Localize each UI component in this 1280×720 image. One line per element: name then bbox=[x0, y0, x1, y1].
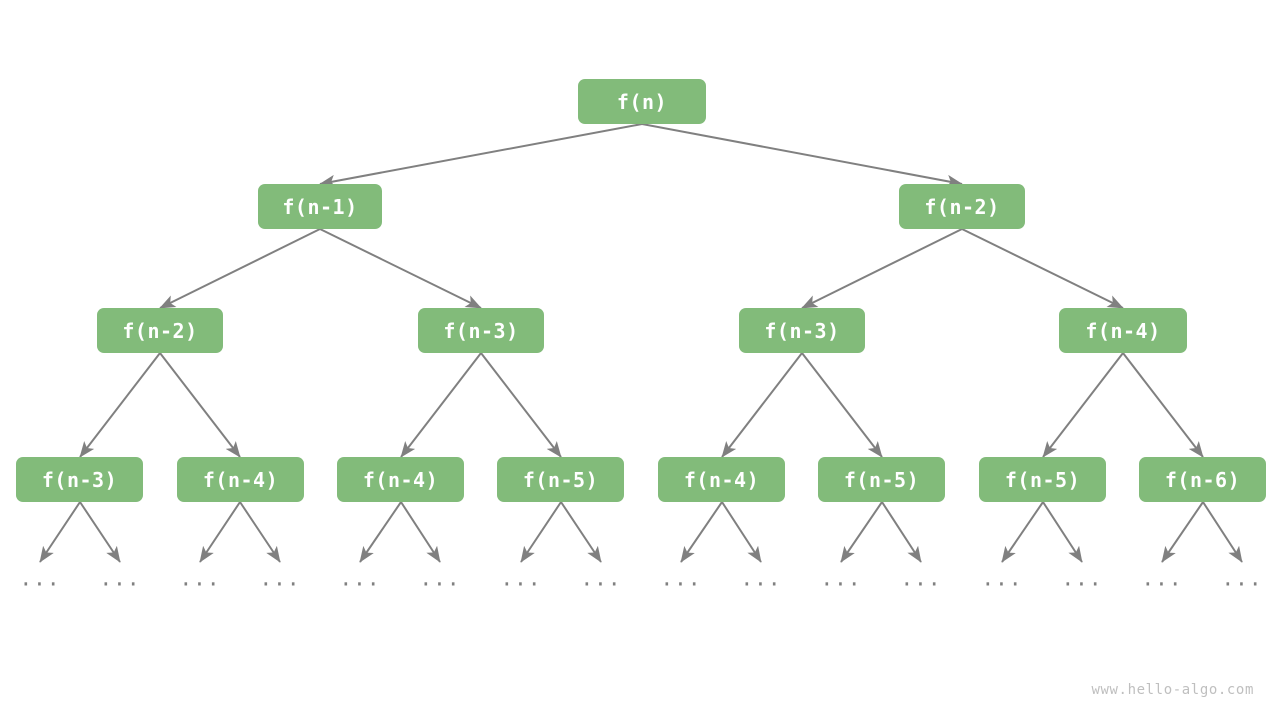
tree-edge bbox=[520, 501, 562, 563]
tree-node: f(n-4) bbox=[658, 457, 785, 502]
tree-node: f(n-3) bbox=[16, 457, 143, 502]
tree-edge bbox=[199, 501, 241, 563]
tree-edge bbox=[1202, 501, 1243, 563]
tree-node-label: f(n-5) bbox=[1004, 467, 1081, 492]
tree-node-label: f(n-1) bbox=[282, 194, 358, 219]
ellipsis-marker: ··· bbox=[500, 572, 542, 597]
tree-node: f(n-2) bbox=[899, 184, 1025, 229]
ellipsis-marker: ··· bbox=[981, 572, 1023, 597]
tree-node-label: f(n-4) bbox=[683, 467, 760, 492]
tree-edge bbox=[1001, 501, 1044, 563]
tree-node-label: f(n) bbox=[616, 89, 668, 114]
tree-node: f(n) bbox=[578, 79, 706, 124]
tree-node-label: f(n-3) bbox=[41, 467, 118, 492]
tree-node: f(n-6) bbox=[1139, 457, 1266, 502]
tree-node-label: f(n-4) bbox=[362, 467, 439, 492]
tree-node-label: f(n-2) bbox=[924, 194, 1000, 219]
ellipsis-marker: ··· bbox=[660, 572, 702, 597]
tree-edge bbox=[961, 228, 1124, 309]
tree-node: f(n-4) bbox=[337, 457, 464, 502]
tree-edge bbox=[721, 352, 803, 458]
ellipsis-marker: ··· bbox=[740, 572, 782, 597]
ellipsis-marker: ··· bbox=[1141, 572, 1183, 597]
tree-edge bbox=[840, 501, 883, 563]
ellipsis-marker: ··· bbox=[19, 572, 61, 597]
tree-node: f(n-5) bbox=[818, 457, 945, 502]
ellipsis-marker: ··· bbox=[580, 572, 622, 597]
tree-edge bbox=[359, 501, 402, 563]
tree-node: f(n-3) bbox=[418, 308, 544, 353]
ellipsis-marker: ··· bbox=[99, 572, 141, 597]
tree-edge bbox=[1161, 501, 1204, 563]
tree-edge bbox=[39, 501, 81, 563]
tree-edge bbox=[400, 501, 441, 563]
tree-edge bbox=[801, 228, 963, 309]
tree-node-label: f(n-3) bbox=[764, 318, 840, 343]
tree-node-label: f(n-4) bbox=[1085, 318, 1161, 343]
tree-edge bbox=[319, 228, 482, 309]
ellipsis-marker: ··· bbox=[179, 572, 221, 597]
tree-edge bbox=[1042, 352, 1124, 458]
tree-edge bbox=[721, 501, 762, 563]
tree-edge bbox=[159, 228, 321, 309]
tree-edge bbox=[560, 501, 602, 563]
tree-edge bbox=[1042, 501, 1083, 563]
tree-node-label: f(n-5) bbox=[843, 467, 920, 492]
tree-edge bbox=[79, 352, 161, 458]
tree-node: f(n-3) bbox=[739, 308, 865, 353]
tree-edge bbox=[319, 123, 643, 188]
tree-node: f(n-4) bbox=[177, 457, 304, 502]
tree-node-label: f(n-4) bbox=[202, 467, 279, 492]
tree-edge bbox=[79, 501, 121, 563]
ellipsis-marker: ··· bbox=[259, 572, 301, 597]
tree-node: f(n-5) bbox=[497, 457, 624, 502]
tree-edge bbox=[680, 501, 723, 563]
ellipsis-marker: ··· bbox=[1061, 572, 1103, 597]
edges-group bbox=[39, 123, 1243, 563]
tree-edge bbox=[1122, 352, 1204, 458]
tree-node-label: f(n-5) bbox=[522, 467, 599, 492]
tree-edge bbox=[159, 352, 241, 458]
tree-node: f(n-4) bbox=[1059, 308, 1187, 353]
tree-edge bbox=[801, 352, 883, 458]
tree-edge bbox=[641, 123, 963, 188]
tree-edge bbox=[400, 352, 482, 458]
ellipsis-marker: ··· bbox=[900, 572, 942, 597]
ellipsis-marker: ··· bbox=[820, 572, 862, 597]
tree-node-label: f(n-2) bbox=[122, 318, 198, 343]
ellipsis-marker: ··· bbox=[1221, 572, 1263, 597]
tree-edge bbox=[480, 352, 562, 458]
ellipsis-marker: ··· bbox=[339, 572, 381, 597]
tree-edge bbox=[881, 501, 922, 563]
watermark: www.hello-algo.com bbox=[1091, 682, 1254, 698]
tree-node: f(n-2) bbox=[97, 308, 223, 353]
tree-edge bbox=[239, 501, 281, 563]
ellipsis-marker: ··· bbox=[419, 572, 461, 597]
tree-node-label: f(n-6) bbox=[1164, 467, 1241, 492]
tree-node-label: f(n-3) bbox=[443, 318, 519, 343]
tree-node: f(n-5) bbox=[979, 457, 1106, 502]
tree-node: f(n-1) bbox=[258, 184, 382, 229]
